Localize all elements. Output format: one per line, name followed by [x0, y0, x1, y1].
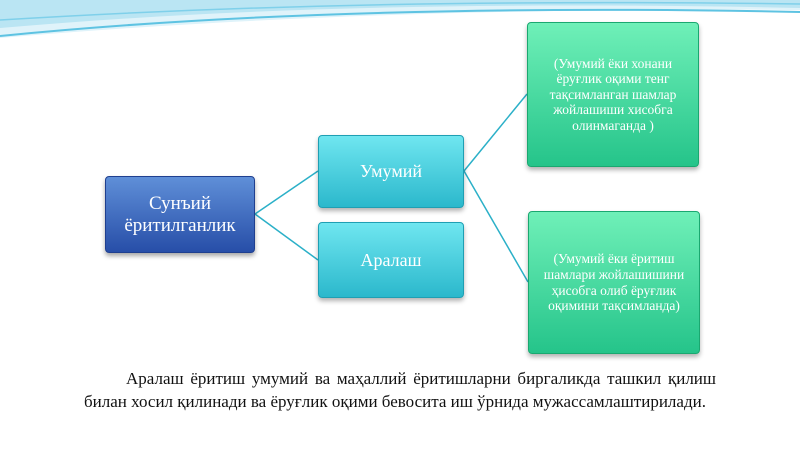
description-paragraph: Аралаш ёритиш умумий ва маҳаллий ёритишл…	[84, 369, 716, 412]
node-mixed-label: Аралаш	[360, 249, 422, 270]
node-general: Умумий	[318, 135, 464, 208]
node-general-label: Умумий	[360, 161, 422, 182]
node-general-detail-2: (Умумий ёки ёритиш шамлари жойлашишини ҳ…	[528, 211, 700, 354]
node-mixed: Аралаш	[318, 222, 464, 298]
connector-general-to-leaf1	[463, 93, 528, 172]
connector-general-to-leaf2	[463, 170, 529, 283]
connector-root-to-mixed	[254, 213, 319, 261]
node-general-detail-1-label: (Умумий ёки хонани ёруғлик оқими тенг та…	[549, 55, 677, 133]
header-wave-decoration	[0, 0, 800, 38]
node-artificial-lighting: Сунъий ёритилганлик	[105, 176, 255, 253]
node-artificial-lighting-label: Сунъий ёритилганлик	[124, 192, 236, 236]
node-general-detail-1: (Умумий ёки хонани ёруғлик оқими тенг та…	[527, 22, 699, 167]
connector-root-to-general	[254, 170, 319, 215]
node-general-detail-2-label: (Умумий ёки ёритиш шамлари жойлашишини ҳ…	[543, 251, 685, 314]
